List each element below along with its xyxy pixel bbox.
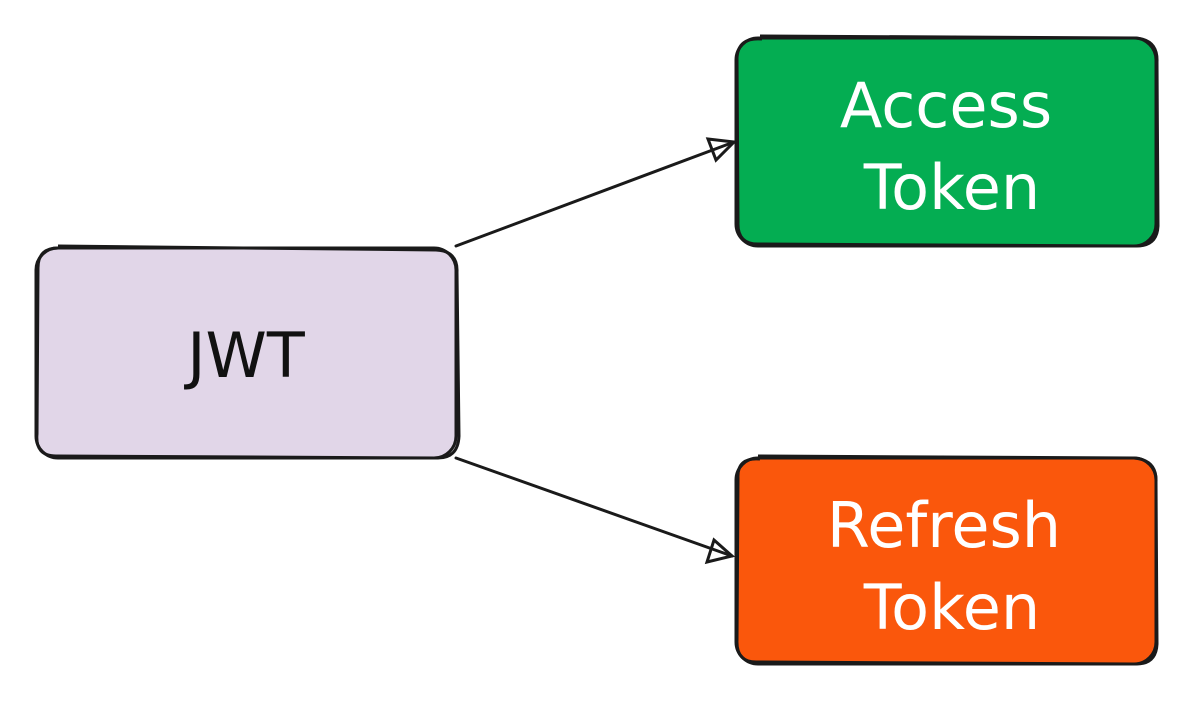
- arrowhead-icon: [704, 537, 736, 565]
- arrow-line: [454, 140, 736, 248]
- node-refresh-token: Refresh Token: [734, 454, 1159, 666]
- arrowhead-icon: [705, 137, 738, 163]
- arrow-line: [454, 456, 734, 558]
- node-access-token-label-line1: Access: [840, 69, 1052, 142]
- sketch-outline: [735, 34, 1160, 248]
- node-jwt: JWT: [34, 244, 461, 460]
- edge-jwt-to-access-token: [454, 137, 738, 248]
- node-refresh-token-label-line2: Token: [863, 571, 1040, 644]
- node-refresh-token-label-line1: Refresh: [827, 489, 1061, 562]
- node-jwt-label: JWT: [183, 319, 306, 392]
- node-access-token: Access Token: [734, 34, 1160, 248]
- node-access-token-label-line2: Token: [863, 151, 1040, 224]
- sketch-outline: [35, 244, 461, 460]
- edge-jwt-to-refresh-token: [454, 456, 736, 565]
- sketch-outline: [735, 454, 1159, 666]
